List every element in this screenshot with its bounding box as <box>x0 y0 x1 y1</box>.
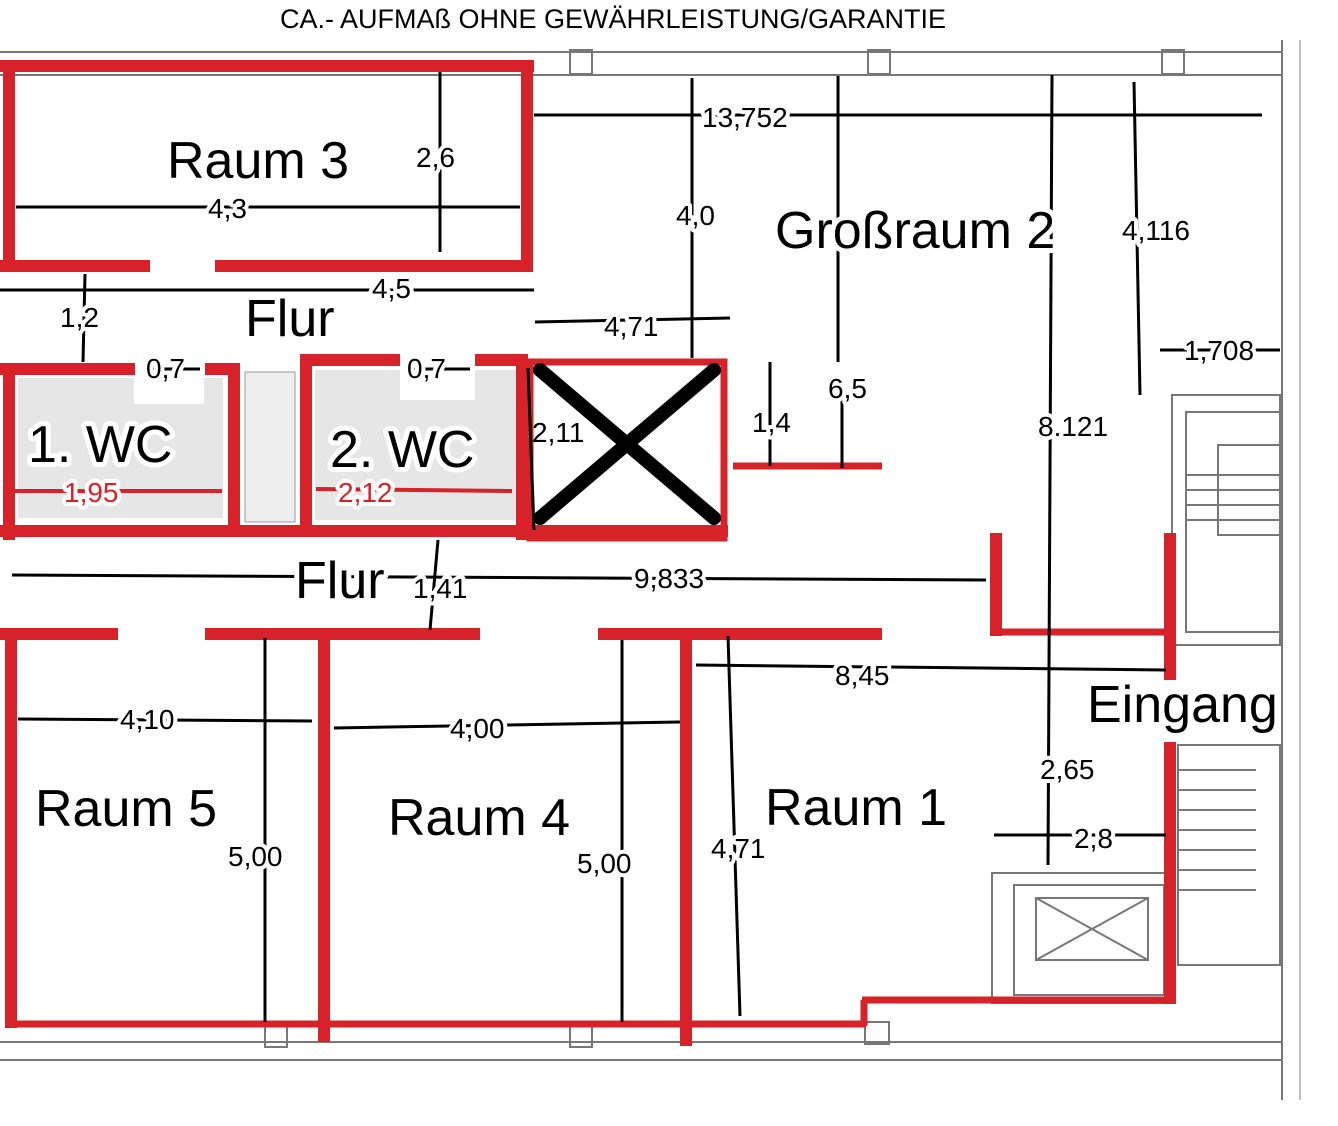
dimension-labels: 13,752 2,6 4,3 4,0 4,116 4,5 1,2 4,71 1,… <box>56 98 1258 883</box>
dim-8-121: 8.121 <box>1038 411 1108 442</box>
dim-2-11: 2,11 <box>532 417 584 448</box>
dimension-lines <box>0 72 1280 1022</box>
elevator-shaft <box>991 872 1171 1004</box>
walls <box>0 60 1176 1046</box>
dim-4-5: 4,5 <box>372 273 411 304</box>
dim-8-45: 8,45 <box>835 660 890 691</box>
dim-4-10: 4,10 <box>120 704 175 735</box>
dim-4-116: 4,116 <box>1122 215 1190 246</box>
dim-5-00-raum4: 5,00 <box>577 848 632 879</box>
dim-1-41: 1,41 <box>413 573 468 604</box>
dim-2-6: 2,6 <box>416 142 455 173</box>
dim-wc2-door: 0,7 <box>407 353 446 384</box>
dim-4-71-raum1: 4,71 <box>711 833 766 864</box>
room-label-grossraum-2: Großraum 2 <box>775 202 1055 260</box>
base-plan-outline <box>0 40 1301 1100</box>
dim-4-00: 4,00 <box>450 713 505 744</box>
dim-1-4: 1,4 <box>752 407 791 438</box>
room-label-raum-1: Raum 1 <box>765 779 947 837</box>
room-label-flur-lower: Flur <box>295 552 385 610</box>
dim-2-12: 2,12 <box>338 477 393 508</box>
dim-4-3: 4,3 <box>208 193 247 224</box>
wc-tiles <box>18 355 517 523</box>
dim-5-00-raum5: 5,00 <box>228 841 283 872</box>
room-label-eingang: Eingang <box>1087 676 1278 734</box>
room-label-raum-4: Raum 4 <box>388 789 570 847</box>
room-label-raum-5: Raum 5 <box>35 780 217 838</box>
dim-1-95: 1,95 <box>64 477 119 508</box>
room-labels: Raum 3 Großraum 2 Flur 1. WC 2. WC Flur … <box>23 127 1283 852</box>
dim-6-5: 6,5 <box>828 373 867 404</box>
room-label-wc-1: 1. WC <box>28 416 172 474</box>
dim-1-708: 1,708 <box>1184 335 1254 366</box>
dim-4-71-upper: 4,71 <box>604 311 659 342</box>
room-label-flur-upper: Flur <box>245 290 335 348</box>
room-label-raum-3: Raum 3 <box>167 132 349 190</box>
dim-2-65: 2,65 <box>1040 754 1095 785</box>
dim-13-752: 13,752 <box>702 102 788 133</box>
dim-wc1-door: 0,7 <box>146 353 185 384</box>
dim-4-0: 4,0 <box>676 200 715 231</box>
dim-9-833: 9,833 <box>634 563 704 594</box>
page-title: CA.- AUFMAß OHNE GEWÄHRLEISTUNG/GARANTIE <box>280 4 946 34</box>
dim-2-8: 2,8 <box>1074 823 1113 854</box>
dim-1-2: 1,2 <box>60 302 99 333</box>
staircase <box>1171 394 1281 966</box>
room-label-wc-2: 2. WC <box>330 421 474 479</box>
